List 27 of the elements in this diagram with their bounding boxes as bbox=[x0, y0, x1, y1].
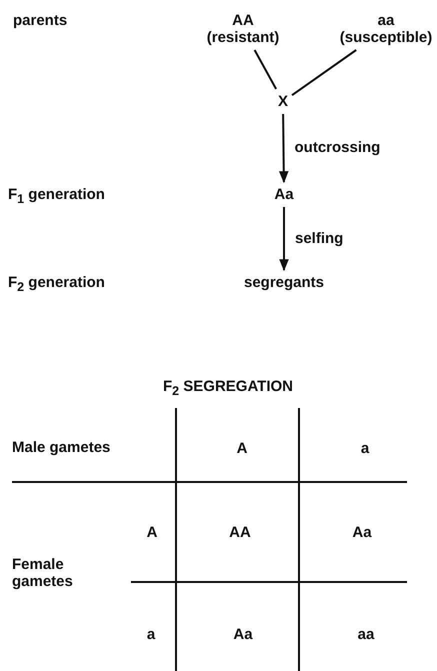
arrow bbox=[279, 207, 289, 272]
genotype-label: AA bbox=[229, 524, 251, 541]
genotype-label: AA bbox=[231, 12, 255, 29]
allele-label: A bbox=[236, 440, 248, 457]
offspring-label: segregants bbox=[244, 274, 324, 291]
table-heading: F$_{2}$ SEGREGATION bbox=[162, 378, 294, 400]
allele-label: a bbox=[360, 440, 370, 457]
genotype-label: aa bbox=[358, 626, 374, 643]
row-label: parents bbox=[13, 12, 68, 29]
connector-line bbox=[291, 49, 357, 96]
allele-label: a bbox=[146, 626, 156, 643]
genotype-label: Aa bbox=[274, 186, 294, 203]
genotype-label: Aa bbox=[352, 524, 372, 541]
header-label: Male gametes bbox=[12, 439, 110, 456]
phenotype-label: (resistant) bbox=[206, 29, 280, 46]
edge-label: outcrossing bbox=[294, 139, 382, 156]
genotype-label: Aa bbox=[233, 626, 253, 643]
edge-label: selfing bbox=[294, 230, 344, 246]
row-label: F$_{1}$ generation bbox=[8, 186, 105, 208]
phenotype-label: (susceptible) bbox=[340, 29, 432, 46]
header-label: Female gametes bbox=[12, 556, 74, 590]
row-label: F$_{2}$ generation bbox=[8, 274, 105, 296]
arrow bbox=[278, 114, 289, 184]
allele-label: A bbox=[146, 524, 158, 541]
cross-symbol: X bbox=[278, 93, 288, 110]
genotype-label: aa bbox=[376, 12, 396, 29]
connector-line bbox=[254, 50, 277, 90]
